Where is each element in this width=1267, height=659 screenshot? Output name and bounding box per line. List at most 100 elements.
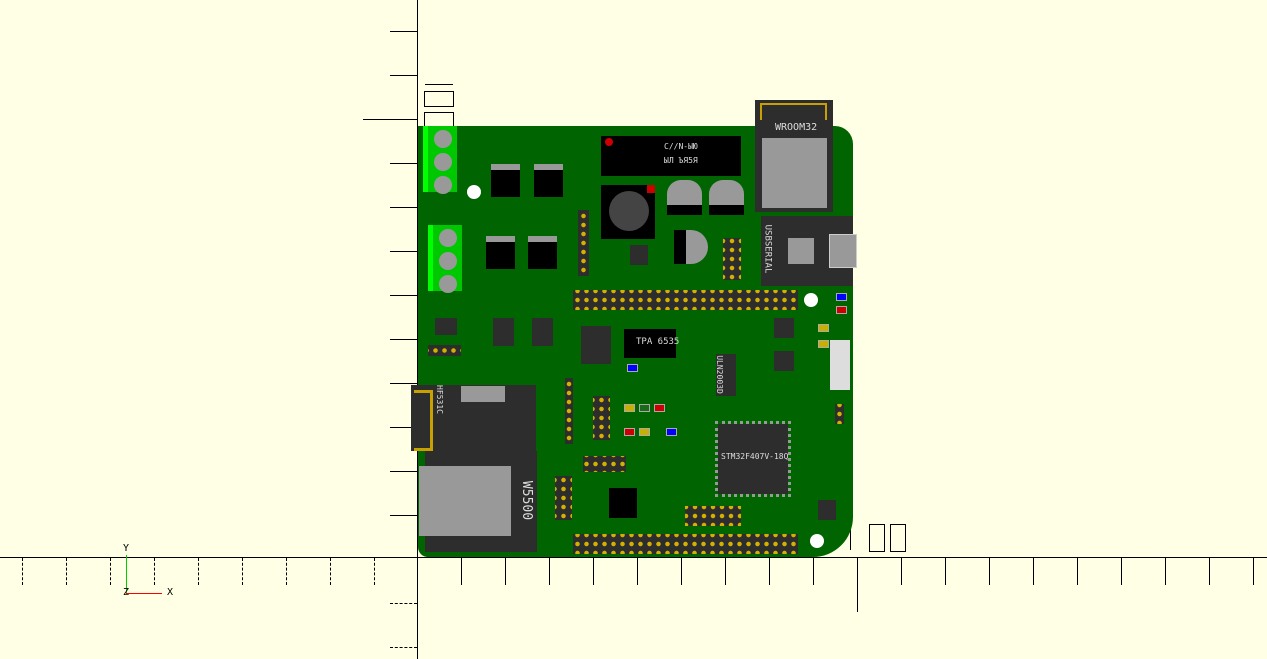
axis-tick xyxy=(390,603,417,604)
axis-tick xyxy=(1253,557,1254,585)
axis-tick xyxy=(390,515,417,516)
mcu-chip: STM32F407V-18Q xyxy=(715,421,791,497)
led xyxy=(818,340,829,348)
led xyxy=(836,293,847,301)
led xyxy=(836,306,847,314)
axis-tick xyxy=(681,557,682,585)
mounting-hole xyxy=(810,534,824,548)
axis-tick xyxy=(1121,557,1122,585)
led xyxy=(639,428,650,436)
axis-tick xyxy=(390,647,417,648)
led xyxy=(818,324,829,332)
axis-tick xyxy=(637,557,638,585)
antenna-trace xyxy=(760,103,827,120)
outline-box xyxy=(424,91,454,107)
screw-terminal xyxy=(428,225,462,293)
axis-tick xyxy=(390,383,417,384)
optocoupler xyxy=(532,318,553,346)
transistor xyxy=(674,230,708,264)
reset-button[interactable] xyxy=(818,500,836,520)
axis-tick xyxy=(593,557,594,585)
driver-chip-label: ULN2003D xyxy=(714,355,724,394)
axis-tick xyxy=(390,295,417,296)
outline-line xyxy=(425,84,453,85)
module-shield xyxy=(762,138,827,208)
axis-tick xyxy=(1077,557,1078,585)
wifi-module: WROOM32 xyxy=(755,100,833,212)
ic-chip xyxy=(774,351,794,371)
ic-chip xyxy=(630,245,648,265)
axis-tick xyxy=(769,557,770,585)
usb-serial-module: USBSERIAL xyxy=(761,216,857,286)
pin-header[interactable] xyxy=(593,396,610,440)
capacitor xyxy=(709,180,744,215)
axis-tick xyxy=(901,557,902,585)
mcu-label: STM32F407V-18Q xyxy=(721,452,789,461)
axis-tick xyxy=(390,471,417,472)
inductor-core xyxy=(609,191,649,231)
ethernet-module: W5500 xyxy=(419,451,537,552)
gizmo-x-axis xyxy=(126,593,162,594)
regulator xyxy=(534,164,563,197)
led xyxy=(624,404,635,412)
led xyxy=(624,428,635,436)
pin-header[interactable] xyxy=(555,476,572,520)
outline-box xyxy=(869,524,885,552)
optocoupler xyxy=(493,318,514,346)
connector xyxy=(830,340,850,390)
axis-tick xyxy=(461,557,462,585)
usb-serial-label: USBSERIAL xyxy=(762,224,773,274)
gizmo-y-label: Y xyxy=(123,543,130,554)
relay-label: C//N-ЫЮ xyxy=(664,142,698,151)
pin1-marker xyxy=(647,185,655,193)
axis-tick xyxy=(390,207,417,208)
axis-tick xyxy=(66,558,67,585)
axis-tick xyxy=(945,557,946,585)
axis-tick xyxy=(330,558,331,585)
outline-box xyxy=(424,112,454,127)
pin-header[interactable] xyxy=(835,404,844,424)
antenna-trace xyxy=(414,390,433,451)
screw-terminal xyxy=(423,126,457,194)
axis-tick xyxy=(813,557,814,585)
ethernet-module-label: W5500 xyxy=(519,480,535,521)
driver-chip: ULN2003D xyxy=(714,354,736,396)
axis-tick xyxy=(363,119,417,120)
gizmo-z-label: Z xyxy=(123,587,130,598)
led xyxy=(639,404,650,412)
usb-connector xyxy=(829,234,857,268)
gpio-header-bottom[interactable] xyxy=(573,534,798,554)
pin-header[interactable] xyxy=(578,210,589,276)
rf-chip-shield xyxy=(461,386,505,402)
regulator xyxy=(609,488,637,518)
axis-tick xyxy=(242,558,243,585)
pin-header[interactable] xyxy=(723,238,741,280)
axis-tick xyxy=(1209,557,1210,585)
y-axis-line xyxy=(417,0,418,659)
axis-tick xyxy=(390,427,417,428)
axis-tick xyxy=(22,558,23,585)
gizmo-y-axis xyxy=(126,555,127,593)
led xyxy=(627,364,638,372)
axis-tick xyxy=(390,251,417,252)
axis-tick xyxy=(725,557,726,585)
pin-header[interactable] xyxy=(583,456,626,472)
axis-tick xyxy=(549,557,550,585)
amp-chip-label: TPA 6535 xyxy=(636,337,680,347)
axis-tick xyxy=(110,558,111,585)
amp-chip: TPA 6535 xyxy=(624,329,680,358)
axis-tick xyxy=(390,31,417,32)
pin-header[interactable] xyxy=(685,506,741,526)
relay-label: ЫЛ ЪЯ5Я xyxy=(664,156,698,165)
axis-tick xyxy=(390,339,417,340)
gizmo-x-label: X xyxy=(167,587,174,598)
axis-gizmo: Y Z X xyxy=(120,543,180,603)
axis-tick xyxy=(154,558,155,585)
usb-chip xyxy=(788,238,814,264)
ic-chip xyxy=(774,318,794,338)
mounting-hole xyxy=(467,185,481,199)
gpio-header-top[interactable] xyxy=(573,290,798,310)
pin-header[interactable] xyxy=(428,345,461,356)
axis-tick xyxy=(390,75,417,76)
pin-header[interactable] xyxy=(565,378,573,444)
